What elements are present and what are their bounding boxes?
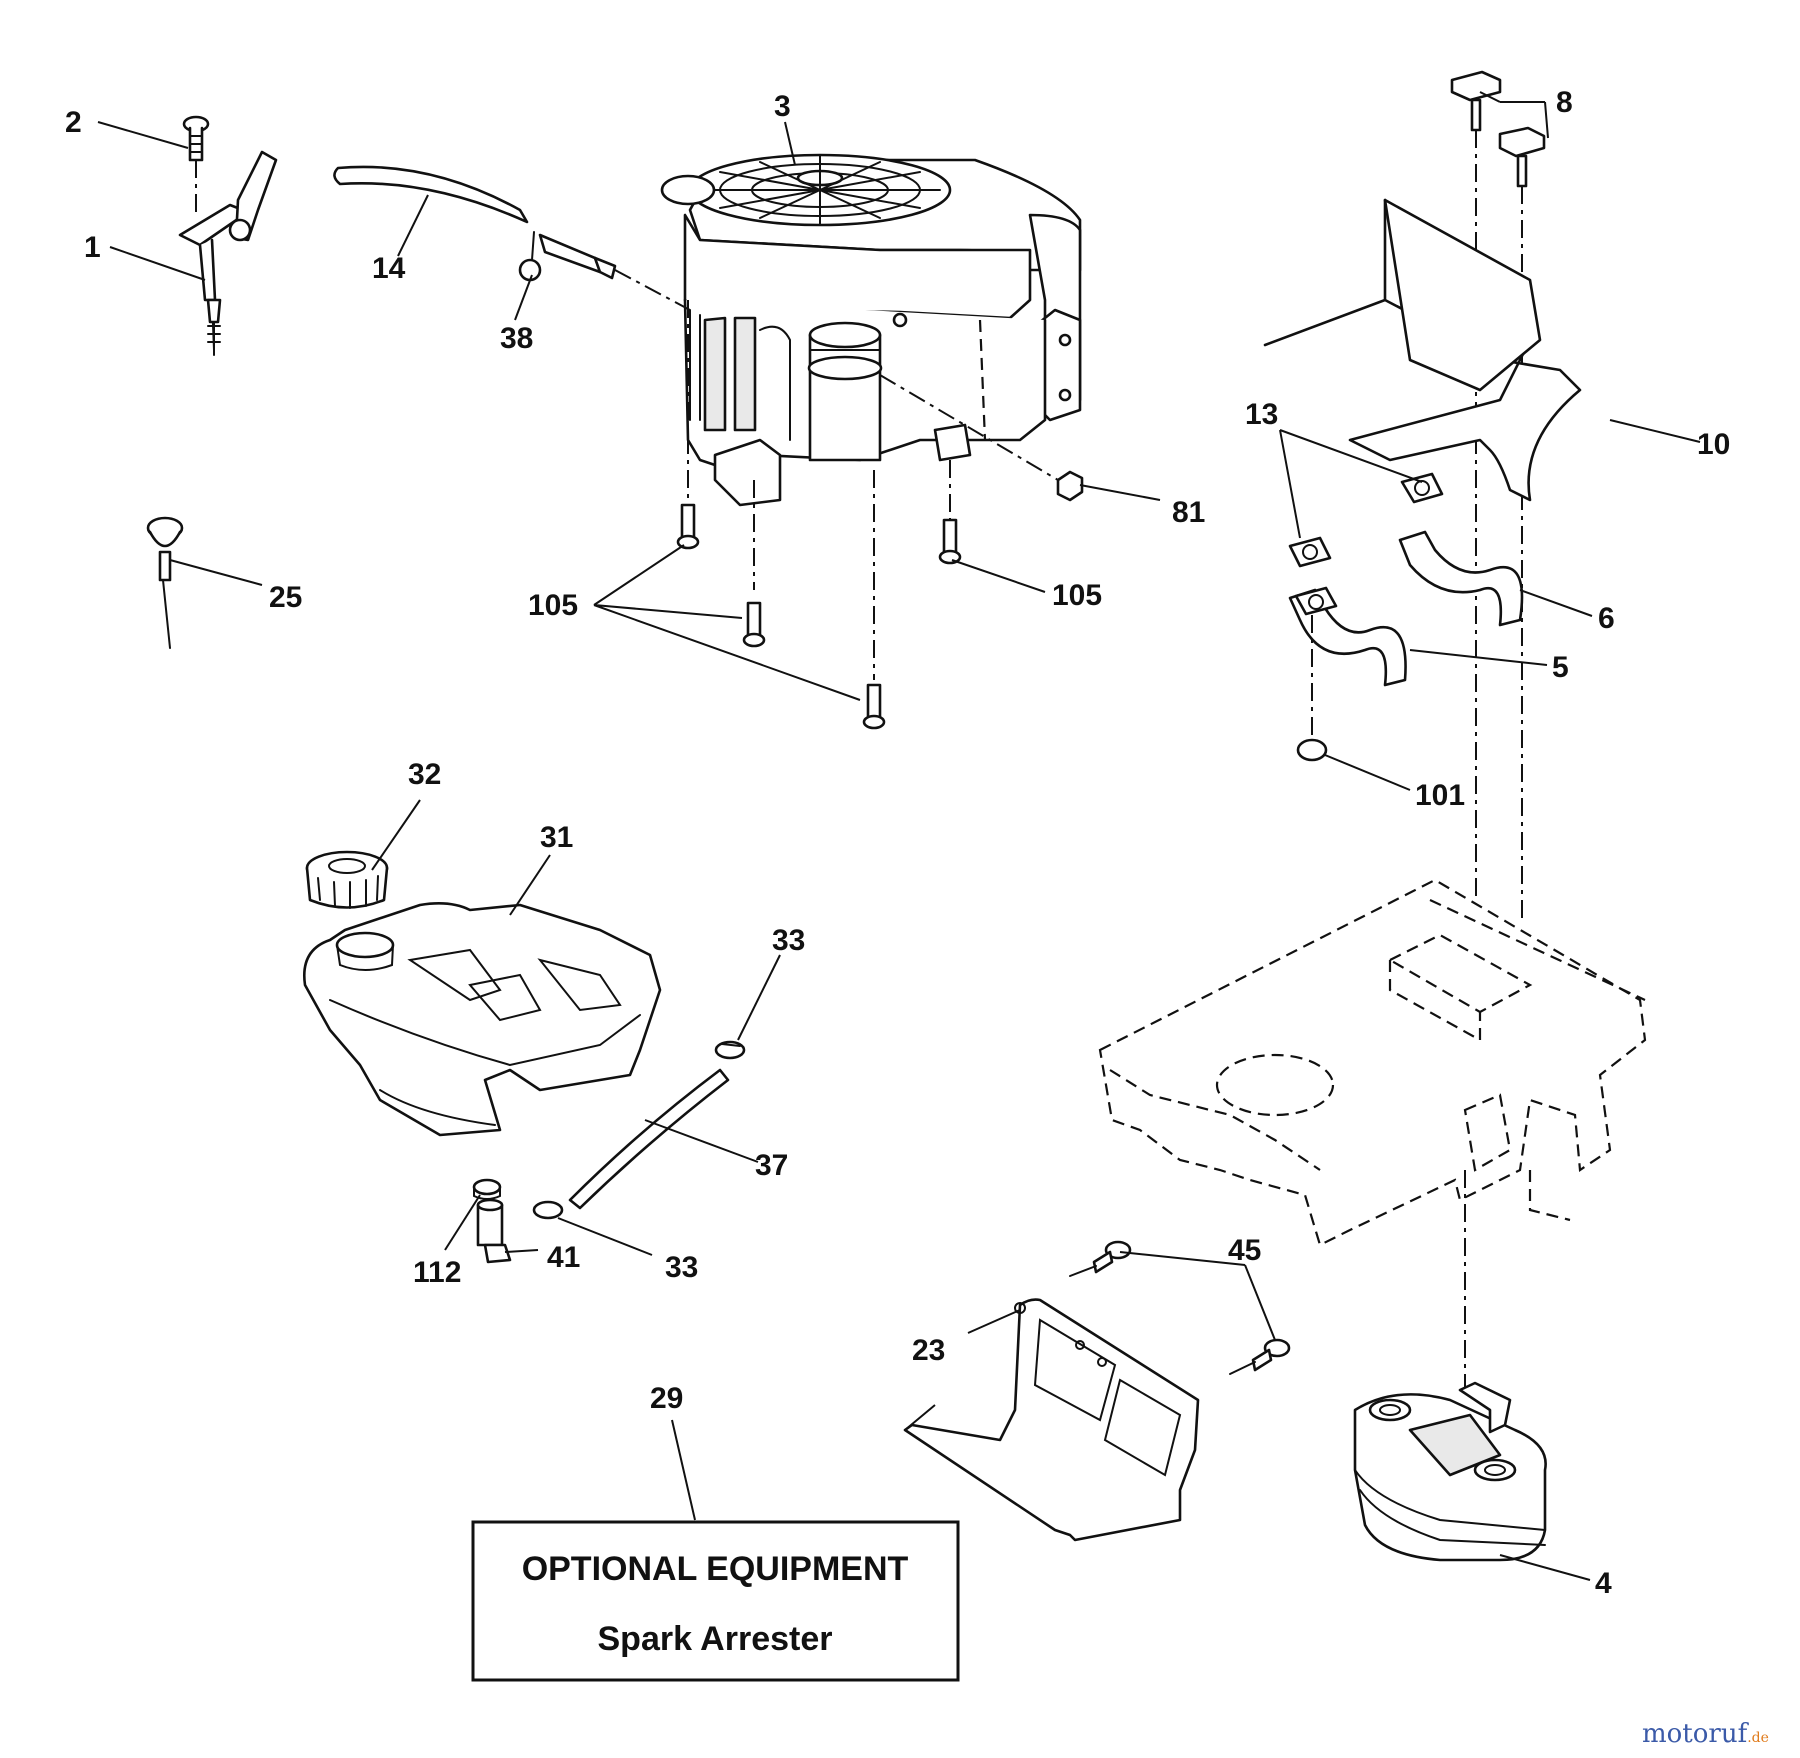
callout-112: 112 bbox=[413, 1256, 461, 1289]
callout-101: 101 bbox=[1415, 779, 1465, 812]
nut-part-81 bbox=[879, 374, 1084, 502]
callout-5: 5 bbox=[1552, 651, 1569, 684]
callout-25: 25 bbox=[269, 581, 302, 614]
callout-81: 81 bbox=[1172, 496, 1205, 529]
engine-part bbox=[660, 153, 1082, 680]
callout-13: 13 bbox=[1245, 398, 1278, 431]
callout-3: 3 bbox=[774, 90, 791, 123]
dipstick-part bbox=[146, 516, 184, 649]
callout-45: 45 bbox=[1228, 1234, 1261, 1267]
optional-equipment-box: OPTIONAL EQUIPMENT Spark Arrester bbox=[471, 1520, 960, 1682]
callout-23: 23 bbox=[912, 1334, 945, 1367]
callout-105b: 105 bbox=[1052, 579, 1102, 612]
fuel-valve-part-41 bbox=[476, 1198, 512, 1264]
callout-2: 2 bbox=[65, 106, 82, 139]
screw-part-2 bbox=[182, 115, 210, 215]
callout-33a: 33 bbox=[772, 924, 805, 957]
callout-33b: 33 bbox=[665, 1251, 698, 1284]
bolt-part-105 bbox=[676, 503, 962, 730]
muffler-part bbox=[1353, 1381, 1547, 1562]
tractor-frame-dashed bbox=[1098, 878, 1647, 1390]
watermark-main: motoruf bbox=[1642, 1719, 1750, 1749]
callout-32: 32 bbox=[408, 758, 441, 791]
optional-equipment-title: OPTIONAL EQUIPMENT bbox=[522, 1550, 909, 1588]
callout-8: 8 bbox=[1556, 86, 1573, 119]
callout-10: 10 bbox=[1697, 428, 1730, 461]
fuel-line-part-14 bbox=[333, 165, 529, 224]
svg-text:motoruf.de: motoruf.de bbox=[1642, 1719, 1769, 1749]
exhaust-pipe-parts bbox=[1288, 472, 1524, 762]
callout-4: 4 bbox=[1595, 1567, 1612, 1600]
watermark-logo: motoruf.de bbox=[1642, 1719, 1769, 1749]
fuel-cap-part-32 bbox=[305, 850, 389, 909]
callout-14: 14 bbox=[372, 252, 406, 285]
callout-29: 29 bbox=[650, 1382, 683, 1415]
throttle-bracket-part bbox=[178, 150, 278, 356]
bolt-part-45 bbox=[1069, 1240, 1291, 1375]
bushing-part-112 bbox=[472, 1178, 502, 1200]
fuel-hose-part-37 bbox=[568, 1068, 730, 1210]
callout-1: 1 bbox=[84, 231, 101, 264]
callout-labels: 1 2 3 4 5 6 8 10 13 14 23 25 29 31 32 33… bbox=[65, 86, 1730, 1600]
callout-31: 31 bbox=[540, 821, 573, 854]
exhaust-guard-part-23 bbox=[903, 1298, 1200, 1542]
callout-105a: 105 bbox=[528, 589, 578, 622]
callout-37: 37 bbox=[755, 1149, 788, 1182]
callout-6: 6 bbox=[1598, 602, 1615, 635]
callout-41: 41 bbox=[547, 1241, 580, 1274]
leader-lines bbox=[97, 91, 1701, 1581]
spark-arrester-label: Spark Arrester bbox=[598, 1620, 833, 1658]
fuel-fitting-part-38 bbox=[518, 231, 691, 311]
callout-38: 38 bbox=[500, 322, 533, 355]
hose-clamp-part-33 bbox=[532, 1040, 746, 1220]
heat-shield-part bbox=[1263, 198, 1582, 502]
watermark-suffix: .de bbox=[1747, 1730, 1769, 1746]
fuel-tank-part-31 bbox=[302, 902, 662, 1137]
